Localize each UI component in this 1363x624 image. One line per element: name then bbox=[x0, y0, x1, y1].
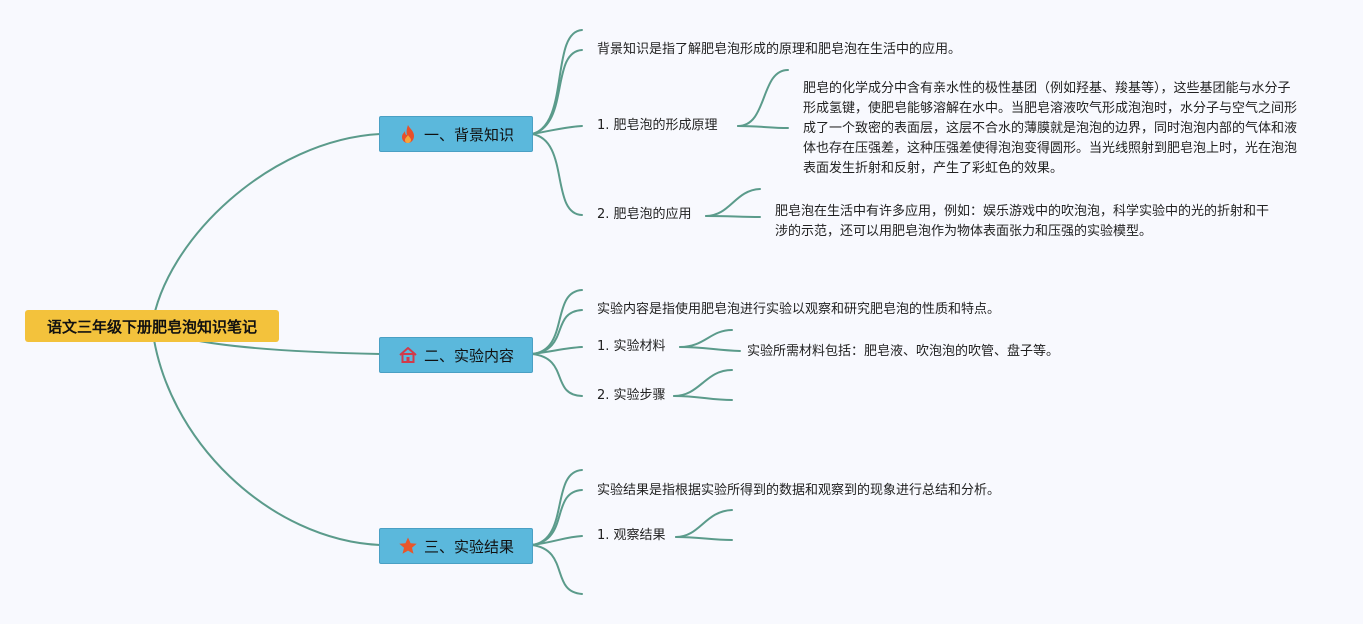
connector-item3-bottom bbox=[705, 215, 761, 218]
branch-experiment-results[interactable]: 三、实验结果 bbox=[379, 528, 533, 564]
connector-b3-bottom bbox=[531, 544, 583, 595]
root-node[interactable]: 语文三年级下册肥皂泡知识笔记 bbox=[25, 310, 279, 342]
connector-b3i2-top bbox=[675, 509, 733, 538]
connector-b1-top bbox=[531, 29, 583, 135]
connector-b2i2-top bbox=[679, 329, 733, 348]
root-title: 语文三年级下册肥皂泡知识笔记 bbox=[46, 317, 257, 336]
leaf-steps[interactable]: 2. 实验步骤 bbox=[597, 388, 666, 403]
detail-applications[interactable]: 肥皂泡在生活中有许多应用，例如：娱乐游戏中的吹泡泡，科学实验中的光的折射和干涉的… bbox=[775, 204, 1270, 239]
connector-b2i2-bottom bbox=[679, 346, 741, 352]
leaf-formation-principle[interactable]: 1. 肥皂泡的形成原理 bbox=[597, 118, 718, 133]
connector-b2-item3 bbox=[531, 353, 583, 397]
connector-root-b1 bbox=[151, 133, 381, 327]
leaf-applications[interactable]: 2. 肥皂泡的应用 bbox=[597, 207, 692, 222]
connector-b2-item2 bbox=[531, 346, 583, 355]
leaf-experiment-definition[interactable]: 实验内容是指使用肥皂泡进行实验以观察和研究肥皂泡的性质和特点。 bbox=[597, 302, 1001, 317]
home-icon bbox=[398, 345, 418, 365]
connector-b3-item2 bbox=[531, 535, 583, 546]
branch-background-knowledge[interactable]: 一、背景知识 bbox=[379, 116, 533, 152]
connector-b3i2-bottom bbox=[675, 536, 733, 541]
connector-b1-item3 bbox=[531, 133, 583, 216]
connector-b3-top bbox=[531, 469, 583, 546]
detail-formation-principle[interactable]: 肥皂的化学成分中含有亲水性的极性基团（例如羟基、羧基等），这些基团能与水分子形成… bbox=[803, 81, 1298, 176]
leaf-materials[interactable]: 1. 实验材料 bbox=[597, 339, 666, 354]
connector-b3-item1 bbox=[531, 489, 583, 546]
leaf-observations[interactable]: 1. 观察结果 bbox=[597, 528, 666, 543]
connector-b1-item2 bbox=[531, 125, 583, 135]
star-icon bbox=[398, 536, 418, 556]
connector-b1-item1 bbox=[531, 49, 583, 135]
connector-root-b3 bbox=[151, 325, 381, 546]
connector-item2-bottom bbox=[737, 69, 789, 127]
connector-item3-top bbox=[705, 188, 761, 217]
branch-experiment-content[interactable]: 二、实验内容 bbox=[379, 337, 533, 373]
connector-b2-top bbox=[531, 289, 583, 355]
fire-icon bbox=[398, 124, 418, 144]
leaf-results-definition[interactable]: 实验结果是指根据实验所得到的数据和观察到的现象进行总结和分析。 bbox=[597, 483, 1001, 498]
connector-b2i3-bottom bbox=[673, 395, 733, 401]
detail-materials[interactable]: 实验所需材料包括：肥皂液、吹泡泡的吹管、盘子等。 bbox=[747, 344, 1060, 359]
branch-title: 二、实验内容 bbox=[423, 346, 514, 365]
connector-item2-top bbox=[737, 125, 789, 129]
connector-b2i3-top bbox=[673, 369, 733, 397]
leaf-background-definition[interactable]: 背景知识是指了解肥皂泡形成的原理和肥皂泡在生活中的应用。 bbox=[597, 42, 962, 57]
branch-title: 三、实验结果 bbox=[423, 537, 514, 556]
branch-title: 一、背景知识 bbox=[423, 125, 514, 144]
